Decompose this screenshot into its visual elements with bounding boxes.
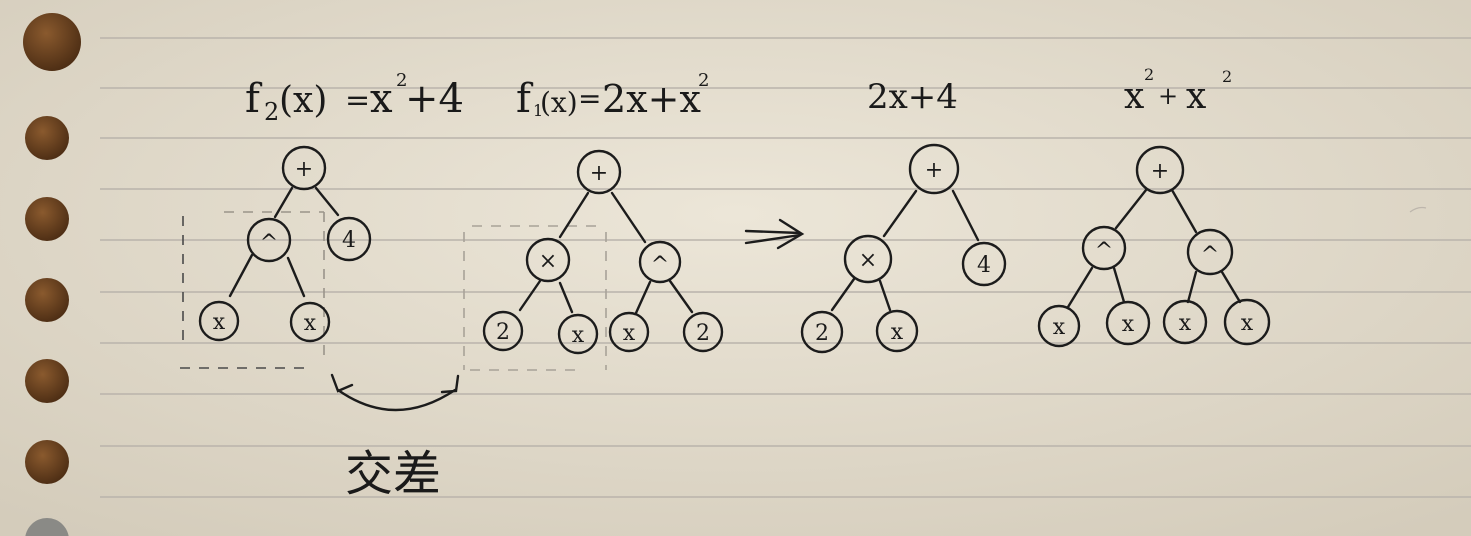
tree-node	[908, 143, 960, 195]
binder-hole	[25, 278, 69, 322]
tree-node	[198, 300, 240, 342]
tree-node	[576, 149, 622, 195]
tree-node	[1162, 299, 1208, 345]
tree-node	[281, 145, 327, 191]
svg-text:1: 1	[533, 101, 543, 120]
formula-f2: f 2 (x) = x 2 +4	[245, 70, 464, 126]
svg-text:+: +	[1151, 159, 1169, 184]
svg-text:=: =	[578, 82, 601, 115]
svg-text:+: +	[1158, 82, 1178, 110]
formula-child1: 2x+4	[867, 77, 958, 117]
binder-hole	[25, 116, 69, 160]
svg-text:f: f	[245, 76, 263, 122]
svg-text:2: 2	[696, 321, 710, 346]
svg-text:4: 4	[342, 228, 356, 253]
tree-node	[557, 313, 599, 355]
crossover-label: 交差	[345, 446, 441, 502]
svg-text:2: 2	[1144, 65, 1154, 84]
ruled-lines	[100, 37, 1471, 498]
tree-node	[875, 309, 919, 353]
tree-node	[608, 311, 650, 353]
svg-text:+: +	[295, 157, 313, 182]
formula-child2: x 2 + x 2	[1124, 65, 1232, 117]
svg-text:(x): (x)	[540, 86, 578, 119]
svg-text:x: x	[891, 320, 904, 345]
svg-text:+4: +4	[405, 76, 464, 122]
tree-node	[1223, 298, 1271, 346]
svg-text:=: =	[345, 83, 370, 118]
crossover-region-f1	[463, 225, 607, 371]
svg-text:2: 2	[698, 70, 709, 91]
svg-text:4: 4	[977, 253, 991, 278]
svg-text:x: x	[1179, 311, 1192, 336]
tree-node	[525, 237, 571, 283]
binder-hole	[25, 359, 69, 403]
svg-text:2: 2	[396, 70, 407, 91]
svg-text:^: ^	[260, 231, 278, 256]
svg-text:^: ^	[651, 253, 669, 278]
tree-node	[843, 234, 893, 284]
tree-node	[961, 241, 1007, 287]
tree-node	[246, 217, 292, 263]
svg-text:x: x	[1186, 76, 1206, 117]
tree-node	[1186, 228, 1234, 276]
binder-hole	[25, 518, 69, 536]
svg-text:x: x	[370, 76, 393, 122]
swap-arrow	[330, 373, 460, 412]
svg-text:2: 2	[264, 98, 279, 126]
svg-text:×: ×	[859, 248, 877, 273]
svg-text:x: x	[213, 310, 226, 335]
svg-text:+: +	[590, 161, 608, 186]
result-arrow	[744, 218, 805, 250]
tree-node	[1037, 304, 1081, 348]
tree-child2: + ^ ^ x x x x	[1037, 145, 1271, 348]
tree-node	[326, 216, 372, 262]
svg-text:x: x	[1241, 311, 1254, 336]
svg-text:2: 2	[496, 320, 510, 345]
svg-text:f: f	[516, 76, 534, 122]
binder-holes	[23, 13, 81, 536]
tree-node	[682, 311, 724, 353]
tree-node	[638, 240, 682, 284]
tree-node	[482, 310, 524, 352]
tree-node	[800, 310, 844, 354]
svg-text:x: x	[1124, 76, 1144, 117]
svg-text:×: ×	[539, 249, 557, 274]
svg-text:x: x	[1053, 315, 1066, 340]
svg-text:x: x	[304, 311, 317, 336]
tree-node	[1081, 225, 1127, 271]
svg-text:^: ^	[1095, 239, 1113, 264]
tree-node	[1105, 300, 1151, 346]
svg-text:x: x	[623, 321, 636, 346]
binder-hole	[23, 13, 81, 71]
svg-text:^: ^	[1201, 243, 1219, 268]
formula-f1: f 1 (x) = 2x+x 2	[516, 70, 709, 122]
tree-node	[1135, 145, 1185, 195]
svg-text:(x): (x)	[279, 80, 327, 121]
svg-text:x: x	[572, 323, 585, 348]
svg-text:2x+x: 2x+x	[602, 77, 701, 121]
svg-text:2: 2	[815, 321, 829, 346]
tree-node	[289, 301, 331, 343]
tree-child1: + × 4 2 x	[800, 143, 1007, 354]
pencil-mark	[1409, 206, 1427, 213]
binder-hole	[25, 440, 69, 484]
svg-text:x: x	[1122, 312, 1135, 337]
svg-text:2: 2	[1222, 67, 1232, 86]
tree-f1: + × ^ 2 x x 2	[482, 149, 724, 355]
binder-hole	[25, 197, 69, 241]
svg-text:+: +	[925, 158, 943, 183]
tree-f2: + ^ 4 x x	[198, 145, 372, 343]
